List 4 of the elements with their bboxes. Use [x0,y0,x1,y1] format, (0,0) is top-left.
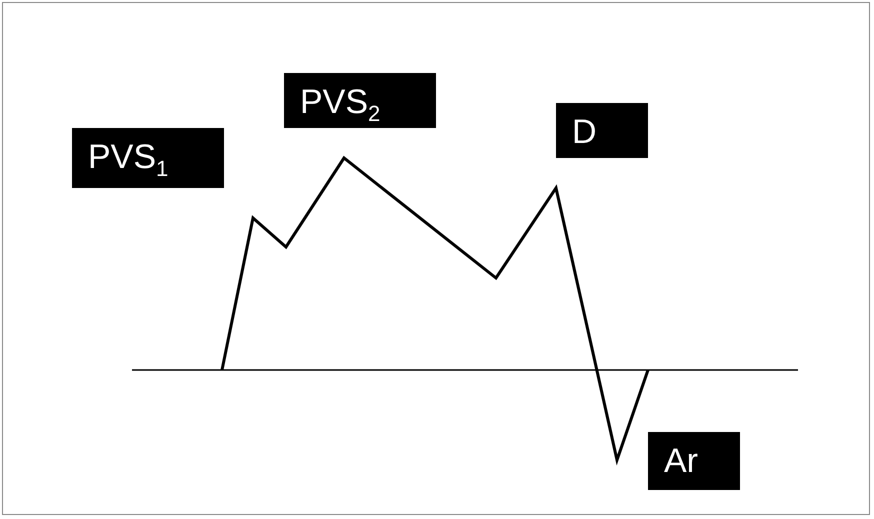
peak-label: Ar [648,432,740,490]
peak-label: D [556,103,648,158]
peak-label: PVS$_{1}$ [72,128,224,188]
peak-label: PVS$_{2}$ [284,73,436,128]
